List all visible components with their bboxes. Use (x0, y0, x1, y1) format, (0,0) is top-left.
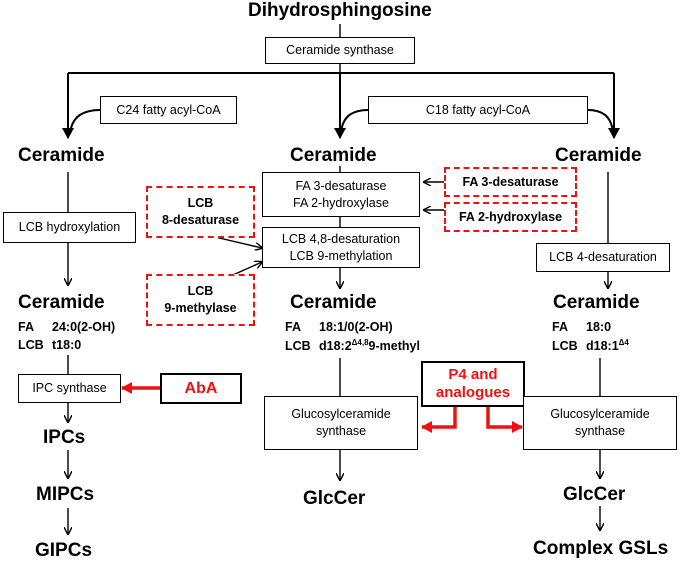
middle-ceramide-label: Ceramide (290, 145, 377, 166)
middle-lcb-key: LCB (285, 339, 311, 354)
left-ceramide-label: Ceramide (18, 145, 105, 166)
p4-line2: analogues (435, 384, 511, 401)
c18-acyl-coa-label: C18 fatty acyl-CoA (425, 102, 531, 117)
right-ceramide-label: Ceramide (555, 145, 642, 166)
middle-glccer-label: GlcCer (303, 488, 366, 509)
fa-enzymes-box: FA 3-desaturase FA 2-hydroxylase (262, 172, 420, 217)
right-fa-key: FA (552, 320, 568, 334)
lcb-8-desaturase-line2: 8-desaturase (161, 213, 240, 227)
fa-2-hydroxylase-label: FA 2-hydroxylase (458, 209, 563, 224)
lcb-8-desaturase-box: LCB 8-desaturase (146, 186, 255, 238)
left-fa-value: 24:0(2-OH) (52, 320, 116, 334)
right-lcb-composition: LCB d18:1Δ4 (552, 338, 629, 353)
middle-lcb-value: d18:2Δ4,89-methyl (319, 338, 420, 354)
right-lcb-key: LCB (552, 339, 578, 354)
middle-fa-value: 18:1/0(2-OH) (319, 320, 393, 334)
left-lcb-composition: LCB t18:0 (18, 338, 81, 352)
middle-lcb-superscript: Δ4,8 (351, 338, 369, 347)
right-glucosylceramide-synthase-box: Glucosylceramide synthase (523, 396, 677, 450)
dihydrosphingosine-label: Dihydrosphingosine (248, 0, 432, 21)
right-gcs-line1: Glucosylceramide (550, 407, 650, 422)
right-ceramide2-label: Ceramide (553, 292, 640, 313)
ipc-synthase-label: IPC synthase (32, 381, 107, 396)
right-gcs-line2: synthase (574, 424, 626, 438)
left-lcb-value: t18:0 (52, 338, 82, 352)
right-lcb-value: d18:1Δ4 (586, 338, 629, 354)
middle-ceramide2-label: Ceramide (290, 292, 377, 313)
fa-2-hydroxylase-box: FA 2-hydroxylase (444, 202, 577, 232)
right-glccer-label: GlcCer (563, 484, 626, 505)
middle-lcb-composition: LCB d18:2Δ4,89-methyl (285, 338, 420, 353)
c18-acyl-coa-box: C18 fatty acyl-CoA (368, 96, 588, 124)
gipcs-label: GIPCs (35, 540, 93, 561)
middle-glucosylceramide-synthase-box: Glucosylceramide synthase (264, 396, 418, 450)
lcb-4-desaturation-box: LCB 4-desaturation (536, 243, 670, 272)
p4-analogues-box: P4 and analogues (421, 361, 525, 407)
middle-fa-key: FA (285, 320, 301, 334)
right-lcb-superscript: Δ4 (618, 338, 629, 347)
lcb-hydroxylation-label: LCB hydroxylation (18, 220, 121, 235)
aba-inhibitor-label: AbA (184, 379, 218, 397)
lcb-hydroxylation-box: LCB hydroxylation (3, 212, 136, 243)
ceramide-synthase-box: Ceramide synthase (265, 37, 415, 64)
ipcs-label: IPCs (43, 427, 86, 448)
right-fa-composition: FA 18:0 (552, 320, 611, 334)
lcb-48-desaturation-step: LCB 4,8-desaturation (281, 231, 401, 246)
ceramide-synthase-label: Ceramide synthase (286, 43, 394, 58)
lcb-9-methylase-box: LCB 9-methylase (146, 274, 255, 326)
middle-gcs-line2: synthase (315, 424, 367, 438)
lcb-9-methylase-line2: 9-methylase (164, 301, 237, 315)
p4-line1: P4 and (448, 366, 498, 383)
c24-acyl-coa-label: C24 fatty acyl-CoA (116, 102, 221, 117)
fa-3-desaturase-label: FA 3-desaturase (462, 174, 559, 189)
lcb-8-desaturase-line1: LCB (187, 196, 214, 211)
right-fa-value: 18:0 (586, 320, 612, 334)
fa-3-desaturase-step: FA 3-desaturase (295, 178, 387, 193)
left-lcb-key: LCB (18, 338, 44, 352)
lcb-9-methylation-step: LCB 9-methylation (289, 248, 393, 263)
complex-gsls-label: Complex GSLs (533, 538, 669, 559)
fa-3-desaturase-box: FA 3-desaturase (444, 167, 577, 197)
mipcs-label: MIPCs (36, 484, 95, 505)
left-ceramide2-label: Ceramide (18, 292, 105, 313)
middle-fa-composition: FA 18:1/0(2-OH) (285, 320, 393, 334)
ipc-synthase-box: IPC synthase (18, 374, 121, 403)
left-fa-composition: FA 24:0(2-OH) (18, 320, 115, 334)
lcb-9-methylase-line1: LCB (187, 284, 214, 299)
lcb-4-desaturation-label: LCB 4-desaturation (549, 250, 657, 265)
fa-2-hydroxylase-step: FA 2-hydroxylase (293, 195, 389, 210)
c24-acyl-coa-box: C24 fatty acyl-CoA (100, 96, 237, 124)
middle-gcs-line1: Glucosylceramide (291, 407, 391, 422)
aba-inhibitor-box: AbA (160, 373, 242, 404)
left-fa-key: FA (18, 320, 34, 334)
lcb-modification-box: LCB 4,8-desaturation LCB 9-methylation (262, 227, 420, 268)
